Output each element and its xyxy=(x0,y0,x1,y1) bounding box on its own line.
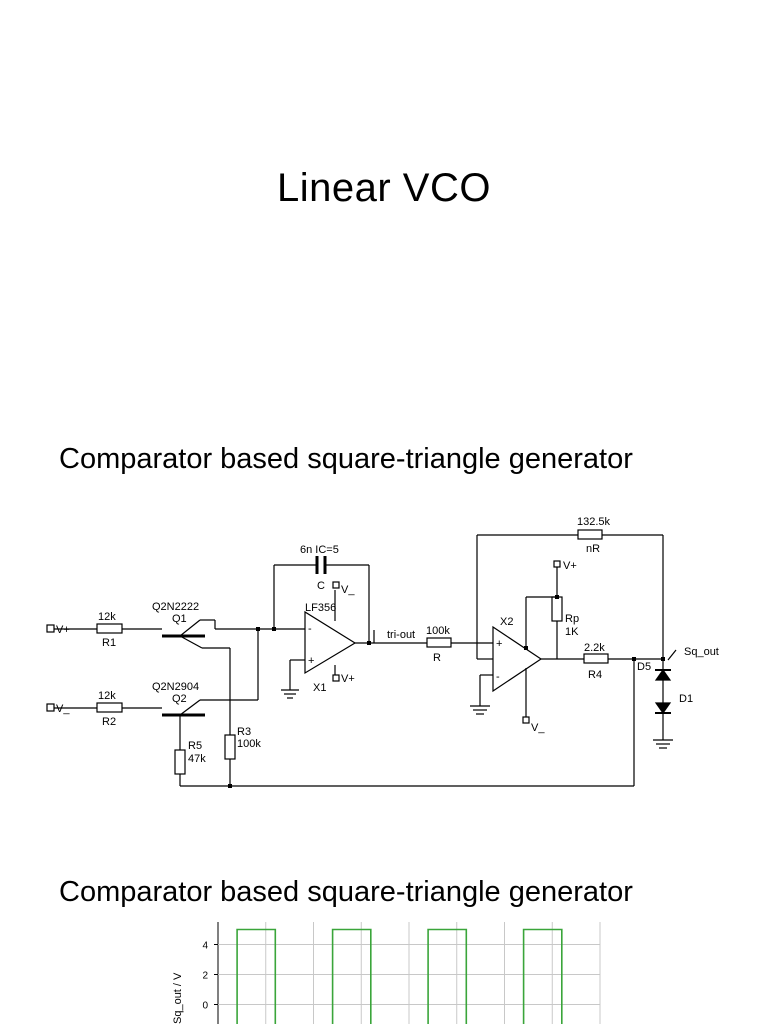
label-r5-value: 47k xyxy=(188,753,206,765)
label-q1: Q1 xyxy=(172,613,187,625)
label-r-value: 100k xyxy=(426,625,450,637)
label-r2: R2 xyxy=(102,716,116,728)
series-line-sq-out xyxy=(236,928,563,1024)
label-r4-value: 2.2k xyxy=(584,642,605,654)
label-nr: nR xyxy=(586,543,600,555)
label-r3: R3 xyxy=(237,726,251,738)
label-r1: R1 xyxy=(102,637,116,649)
y-tick-label-2: 0 xyxy=(202,1001,208,1012)
label-r1-value: 12k xyxy=(98,611,116,623)
resistor-r xyxy=(426,637,452,648)
label-x1-vplus: V+ xyxy=(341,673,355,685)
section-heading-schematic: Comparator based square-triangle generat… xyxy=(59,443,633,475)
label-x2-plus: + xyxy=(496,638,502,650)
label-q1-part: Q2N2222 xyxy=(152,601,199,613)
label-x1-minus: - xyxy=(308,623,312,635)
label-x1: X1 xyxy=(313,682,326,694)
label-d1: D1 xyxy=(679,693,693,705)
opamp-x2 xyxy=(492,625,543,693)
label-x1-plus: + xyxy=(308,655,314,667)
resistor-r2 xyxy=(96,702,123,713)
y-tick-label-1: 2 xyxy=(202,971,208,982)
label-sq-out: Sq_out xyxy=(684,646,719,658)
opamp-x1 xyxy=(304,610,357,675)
label-cap-value: 6n IC=5 xyxy=(300,544,339,556)
resistor-r4 xyxy=(583,653,609,664)
label-tri-out: tri-out xyxy=(387,629,415,641)
label-vplus-in: V+ xyxy=(56,624,70,636)
label-x2-vminus: V_ xyxy=(531,722,545,734)
label-r4: R4 xyxy=(588,669,602,681)
label-rp-value: 1K xyxy=(565,626,579,638)
label-vminus-in: V_ xyxy=(56,703,70,715)
resistor-r3 xyxy=(224,734,236,760)
label-r3-value: 100k xyxy=(237,738,261,750)
y-tick-label-0: 4 xyxy=(202,941,208,952)
label-d5: D5 xyxy=(637,661,651,673)
label-r2-value: 12k xyxy=(98,690,116,702)
vco-schematic: V+ V_ 12k R1 12k R2 Q2N2222 Q1 Q2N2904 Q… xyxy=(46,516,719,788)
label-r: R xyxy=(433,652,441,664)
diode-d1 xyxy=(654,702,672,715)
label-r5: R5 xyxy=(188,740,202,752)
label-nr-value: 132.5k xyxy=(577,516,611,528)
label-opamp1: LF356 xyxy=(305,602,336,614)
label-x2: X2 xyxy=(500,616,513,628)
sq-out-plot: 4 2 0 Sq_out / V xyxy=(172,922,601,1024)
section-heading-plot: Comparator based square-triangle generat… xyxy=(59,876,633,908)
resistor-rp xyxy=(551,596,563,622)
resistor-r5 xyxy=(174,749,186,775)
label-rp: Rp xyxy=(565,613,579,625)
diode-d5 xyxy=(654,668,672,681)
label-cap: C xyxy=(317,580,325,592)
resistor-r1 xyxy=(96,623,123,634)
resistor-nr xyxy=(577,529,603,540)
label-q2: Q2 xyxy=(172,693,187,705)
page-title: Linear VCO xyxy=(277,166,491,210)
y-axis-label: Sq_out / V xyxy=(172,972,184,1024)
vplus-input-terminal xyxy=(46,624,55,633)
label-x2-vplus: V+ xyxy=(563,560,577,572)
label-x2-minus: - xyxy=(496,671,500,683)
vminus-input-terminal xyxy=(46,703,55,712)
label-x1-vminus: V_ xyxy=(341,584,355,596)
label-q2-part: Q2N2904 xyxy=(152,681,199,693)
